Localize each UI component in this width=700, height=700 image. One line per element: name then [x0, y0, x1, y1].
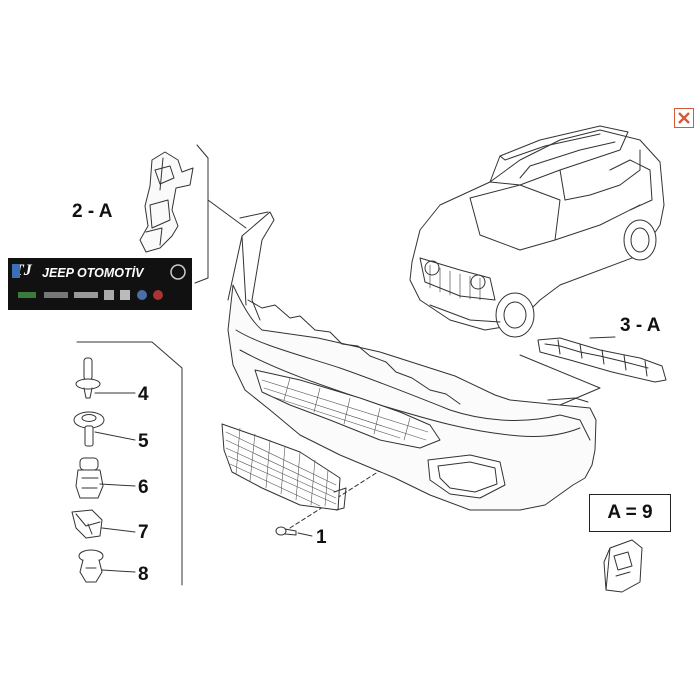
nut-clip-part — [71, 509, 136, 539]
close-icon — [678, 112, 690, 124]
washer-screw-part — [73, 411, 136, 447]
push-pin-part — [75, 357, 136, 399]
lancia-emblem-icon — [120, 290, 130, 300]
fasteners-brace — [76, 341, 183, 586]
bracket-2a-brace — [194, 144, 247, 284]
push-rivet-part — [78, 549, 136, 583]
callout-4: 4 — [138, 384, 149, 405]
leader-3a — [519, 354, 601, 406]
dodge-emblem-icon — [74, 292, 98, 298]
fiat-pro-emblem-icon — [137, 290, 147, 300]
callout-6: 6 — [138, 477, 149, 498]
callout-1: 1 — [316, 527, 327, 548]
legend-text: A = 9 — [607, 502, 653, 523]
brand-title: JEEP OTOMOTİV — [42, 266, 144, 280]
legend-box: A = 9 — [589, 494, 671, 532]
chrysler-emblem-icon — [44, 292, 68, 298]
mopar-emblem-icon — [12, 264, 20, 278]
side-bracket-part — [139, 151, 194, 253]
callout-2a: 2 - A — [72, 201, 113, 222]
brand-emblems — [12, 264, 186, 300]
jeep-emblem-icon — [18, 292, 36, 298]
brand-watermark: TJ JEEP OTOMOTİV — [8, 258, 192, 310]
fiat-emblem-icon — [153, 290, 163, 300]
callout-3a: 3 - A — [620, 315, 661, 336]
callout-5: 5 — [138, 431, 149, 452]
upper-grille-mesh — [261, 377, 429, 441]
lower-grille-part — [221, 423, 347, 511]
close-button[interactable] — [674, 108, 694, 128]
retainer-clip-part — [603, 539, 643, 593]
vehicle-sketch — [409, 125, 665, 338]
mounting-rail-part — [537, 336, 667, 383]
callout-7: 7 — [138, 522, 149, 543]
clip-part — [75, 457, 136, 499]
ram-emblem-icon — [104, 290, 114, 300]
vehicle-leader — [239, 211, 269, 219]
round-emblem-icon — [170, 264, 186, 280]
callout-8: 8 — [138, 564, 149, 585]
